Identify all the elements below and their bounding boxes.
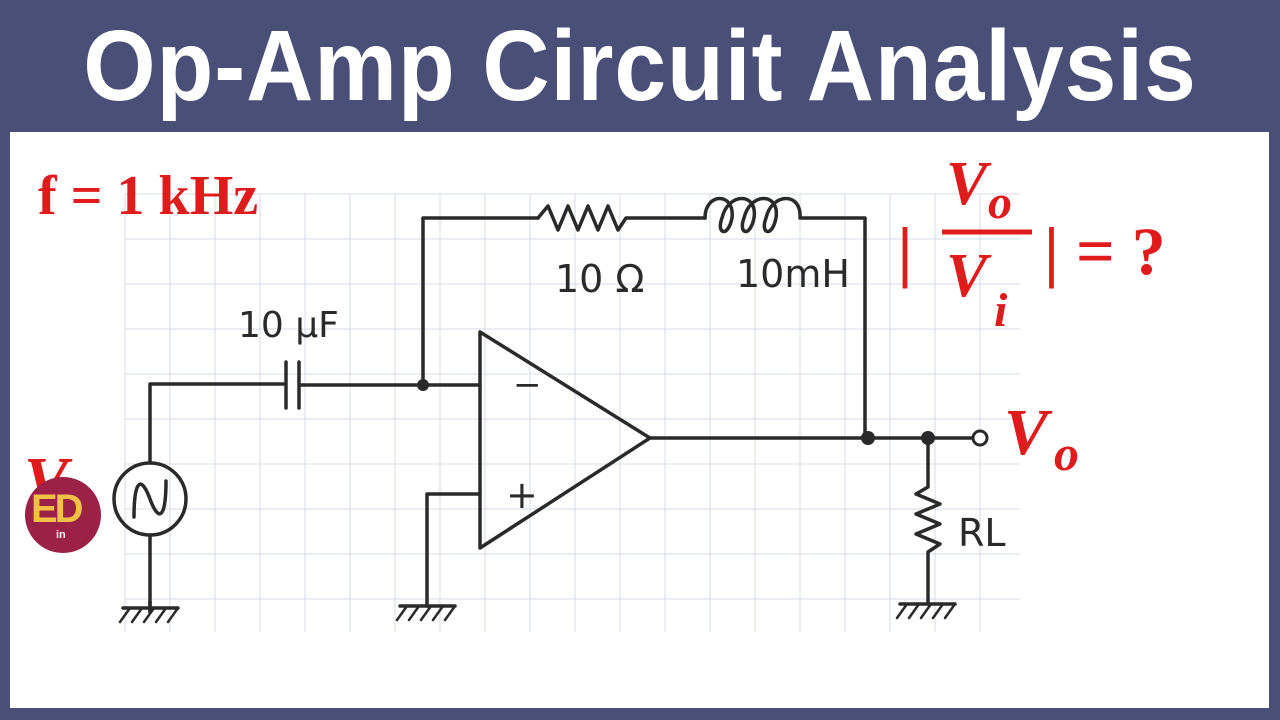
abs-bar-left: | [898,213,913,289]
capacitor-label: 10 μF [238,305,339,346]
junction-dot [417,379,429,391]
brand-logo: ED in [25,477,101,553]
junction-dot-feedback [861,431,875,445]
gain-question: | V o V i | = ? [898,150,1166,337]
feedback-wire [421,216,540,386]
question-denominator: V [946,242,992,310]
sine-icon [132,479,168,519]
input-wire [148,382,287,614]
load-resistor-label: RL [958,511,1006,555]
question-denominator-sub: i [994,284,1008,337]
logo-letters: ED [31,487,84,531]
opamp-triangle [478,330,652,550]
inductor [703,196,867,440]
non-inverting-input-sign: + [506,473,538,517]
output-label-sub: o [1054,425,1079,481]
ground-symbol-opamp [395,604,457,622]
logo-sub: in [56,529,66,541]
output-label: V [1004,396,1053,469]
question-numerator: V [946,150,992,218]
question-numerator-sub: o [988,176,1012,229]
circuit-panel: − + 10 Ω 10mH 10 μF RL f = 1 kHz | V o V… [10,132,1269,708]
inductor-label: 10mH [736,252,850,296]
ground-symbol-load [895,602,957,620]
page-title: Op-Amp Circuit Analysis [83,10,1197,122]
circuit-diagram: − + 10 Ω 10mH 10 μF RL f = 1 kHz | V o V… [24,150,1166,632]
ac-source [112,461,188,537]
question-suffix: | = ? [1044,213,1166,289]
resistor-label: 10 Ω [555,257,644,301]
load-resistor [914,436,942,606]
graph-paper-grid [124,193,1020,632]
feedback-resistor [536,204,707,232]
frequency-label: f = 1 kHz [38,165,258,227]
output-terminal [971,429,989,447]
inverting-input-sign: − [513,365,542,405]
ground-symbol-source [118,600,180,624]
non-inverting-input-wire [425,492,482,608]
